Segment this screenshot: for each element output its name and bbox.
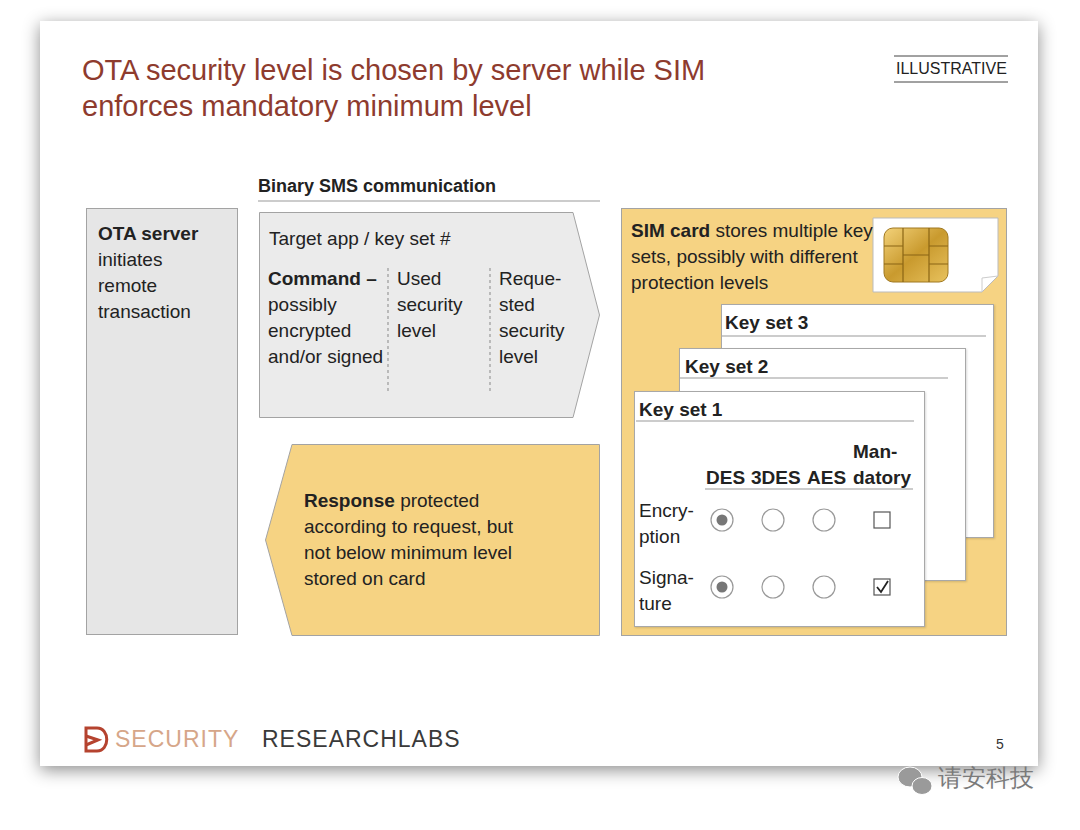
text-slot: SECURITY — [115, 726, 265, 754]
text-slot: Key set 1 — [639, 397, 839, 423]
rule-line — [680, 378, 948, 379]
text-slot: Target app / key set # — [269, 226, 569, 252]
rule-line — [894, 82, 1008, 83]
command-arrow: Target app / key set # Command –possibly … — [259, 212, 600, 418]
box-heading: SIM card — [631, 220, 710, 241]
text-slot: Encry- ption — [639, 498, 701, 550]
page-number: 5 — [996, 736, 1026, 753]
text-slot: 5 — [996, 736, 1026, 753]
arrow-outline — [265, 444, 600, 636]
row-label: Encry- ption — [639, 498, 701, 550]
watermark: 请安科技 — [938, 764, 1068, 793]
text-slot: Used security level — [397, 266, 485, 344]
title-slot: OTA security level is chosen by server w… — [82, 52, 802, 124]
radio-selected-dot — [717, 515, 728, 593]
response-arrow: Responseprotected according to request, … — [265, 444, 600, 636]
row-label: Signa- ture — [639, 565, 701, 617]
wechat-icon — [898, 767, 932, 795]
text-slot: Man- datory — [853, 439, 921, 491]
text-slot: Key set 2 — [685, 354, 885, 380]
text-slot: Binary SMS communication — [258, 176, 598, 198]
text-slot: Signa- ture — [639, 565, 701, 617]
section-label: Binary SMS communication — [258, 176, 598, 198]
text-slot: RESEARCHLABS — [262, 726, 522, 754]
box-heading: OTA server — [98, 221, 228, 247]
rule-line — [636, 421, 914, 422]
text-slot: Responseprotected according to request, … — [304, 488, 526, 592]
box-heading: Key set 3 — [725, 310, 925, 336]
box-heading: Command – — [268, 266, 386, 292]
logo-text: SECURITY — [115, 726, 265, 754]
sim-panel: Key set 3 Key set 2 Key set 1 DES3DESAESMan… — [621, 208, 1007, 636]
text-slot: Reque- sted security level — [499, 266, 589, 370]
text-slot: OTA server — [98, 221, 228, 247]
logo-text: RESEARCHLABS — [262, 726, 522, 754]
box-text: initiates remote transaction — [98, 247, 216, 325]
box-heading: Key set 2 — [685, 354, 885, 380]
text-slot: SIM cardstores multiple key sets, possib… — [631, 218, 876, 296]
text-slot: 请安科技 — [938, 764, 1068, 793]
logo-icon — [86, 728, 107, 751]
text-slot: initiates remote transaction — [98, 247, 216, 325]
box-heading: Response — [304, 490, 395, 511]
stamp-label: ILLUSTRATIVE — [896, 59, 1016, 78]
text-slot: AES — [807, 465, 851, 491]
table-header: AES — [807, 465, 851, 491]
sim-card-icon — [873, 218, 998, 292]
box-text: possibly encrypted and/or signed — [268, 292, 386, 370]
text-slot: ILLUSTRATIVE — [896, 59, 1016, 78]
column-text: Used security level — [397, 266, 485, 344]
checkbox — [874, 512, 890, 595]
radio-button — [711, 509, 835, 598]
slide-title: OTA security level is chosen by server w… — [82, 52, 802, 124]
rule-line — [258, 201, 600, 202]
table-header: 3DES — [751, 465, 807, 491]
text-slot: possibly encrypted and/or signed — [268, 292, 386, 370]
rule-line — [705, 489, 913, 490]
server-box: OTA serverinitiates remote transaction — [86, 208, 238, 635]
text-slot: DES — [706, 465, 750, 491]
box-heading: Key set 1 — [639, 397, 839, 423]
column-divider — [489, 268, 490, 392]
column-divider — [387, 268, 388, 392]
text-slot: Key set 3 — [725, 310, 925, 336]
table-header: DES — [706, 465, 750, 491]
text-slot: 3DES — [751, 465, 807, 491]
column-text: Reque- sted security level — [499, 266, 589, 370]
text-slot: Command – — [268, 266, 386, 292]
rule-line — [894, 56, 1008, 57]
check-mark — [877, 581, 888, 592]
key-set-card: Key set 1 DES3DESAESMan- datoryEncry- pti… — [634, 391, 925, 627]
table-header: Man- datory — [853, 439, 921, 491]
box-heading: Target app / key set # — [269, 226, 569, 252]
rule-line — [722, 336, 986, 337]
